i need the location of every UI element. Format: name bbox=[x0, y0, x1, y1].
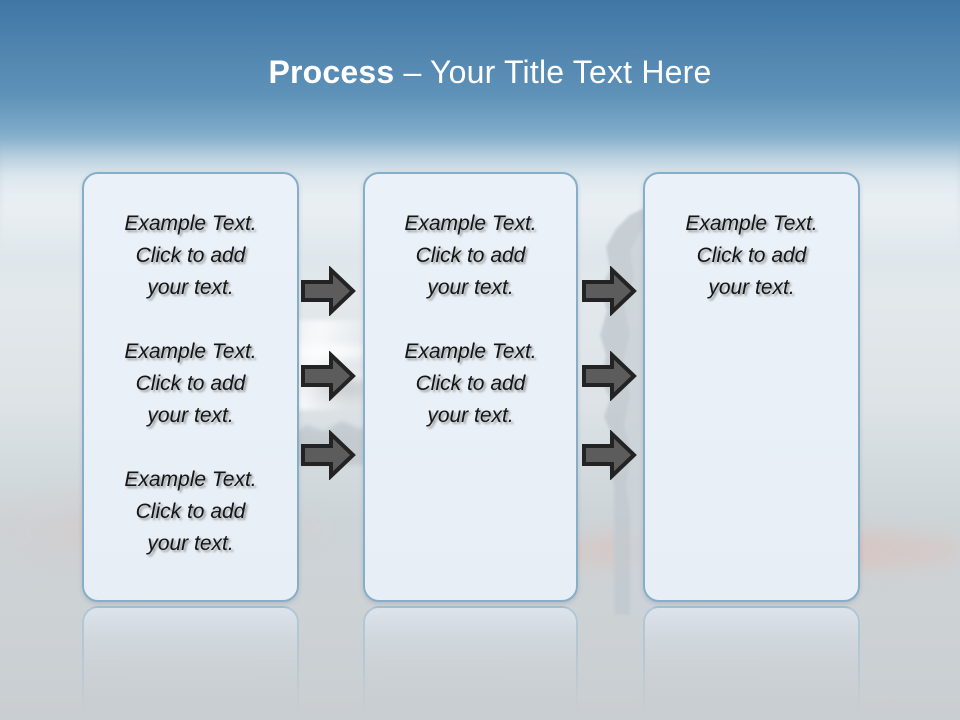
slide-title-strong: Process bbox=[268, 54, 395, 90]
process-box-2-paragraph-2[interactable]: Example Text. Click to add your text. bbox=[404, 340, 537, 427]
process-box-3-content: Example Text. Click to add your text. bbox=[645, 208, 858, 304]
process-box-3[interactable]: Example Text. Click to add your text. bbox=[643, 172, 860, 602]
process-box-3-reflection bbox=[643, 606, 860, 720]
arrow-right-1-icon[interactable] bbox=[300, 266, 356, 316]
arrow-right-2-icon[interactable] bbox=[300, 351, 356, 401]
process-box-1-paragraph-1[interactable]: Example Text. Click to add your text. bbox=[124, 212, 257, 299]
process-box-1[interactable]: Example Text. Click to add your text. Ex… bbox=[82, 172, 299, 602]
slide-title: Process – Your Title Text Here bbox=[60, 52, 920, 92]
process-box-3-paragraph-1[interactable]: Example Text. Click to add your text. bbox=[685, 212, 818, 299]
process-box-2-paragraph-1[interactable]: Example Text. Click to add your text. bbox=[404, 212, 537, 299]
process-box-1-content: Example Text. Click to add your text. Ex… bbox=[84, 208, 297, 560]
process-box-1-reflection bbox=[82, 606, 299, 720]
process-box-2[interactable]: Example Text. Click to add your text. Ex… bbox=[363, 172, 578, 602]
process-box-2-content: Example Text. Click to add your text. Ex… bbox=[365, 208, 576, 432]
arrow-right-3-icon[interactable] bbox=[300, 430, 356, 480]
process-box-1-paragraph-2[interactable]: Example Text. Click to add your text. bbox=[124, 340, 257, 427]
process-box-1-paragraph-3[interactable]: Example Text. Click to add your text. bbox=[124, 468, 257, 555]
slide-title-rest: – Your Title Text Here bbox=[394, 54, 712, 90]
arrow-right-5-icon[interactable] bbox=[581, 351, 637, 401]
process-box-2-reflection bbox=[363, 606, 578, 720]
arrow-right-4-icon[interactable] bbox=[581, 266, 637, 316]
arrow-right-6-icon[interactable] bbox=[581, 430, 637, 480]
